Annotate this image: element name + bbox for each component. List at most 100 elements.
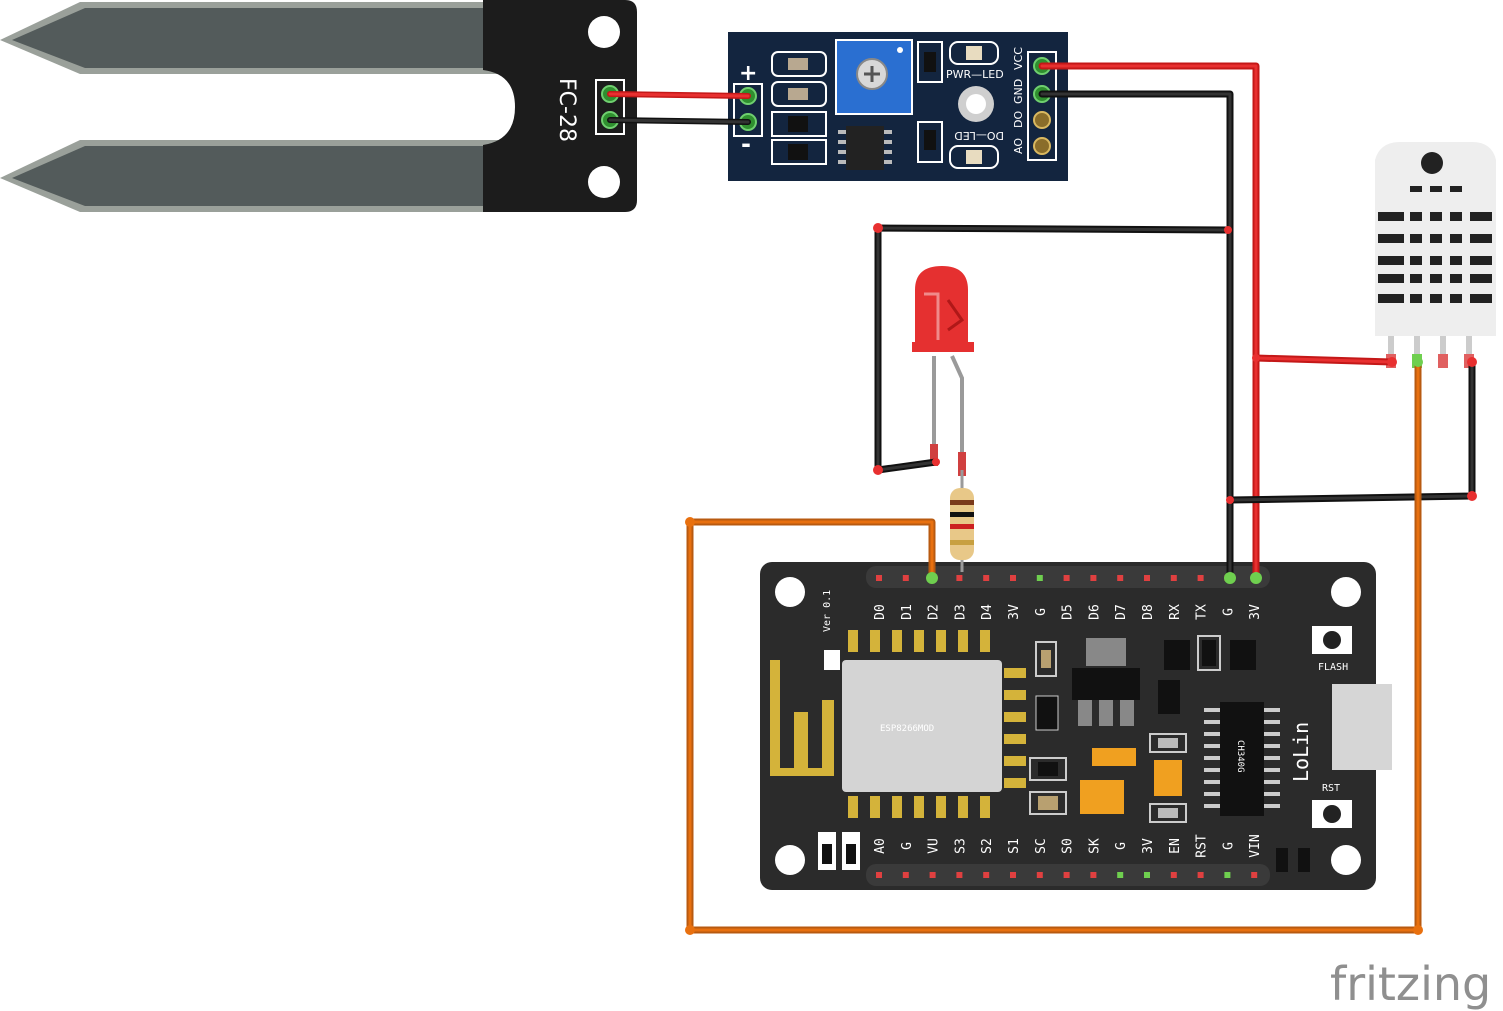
bottom-pin-label: EN [1168,838,1183,854]
bottom-pin-7 [1063,872,1070,878]
vent-slot [1470,212,1492,221]
top-pin-7 [1063,575,1070,581]
bottom-pin-label: 3V [1141,838,1156,854]
top-pin-label: D4 [980,604,995,620]
esp-module-label: ESP8266MOD [880,724,934,734]
bottom-pin-label: VIN [1248,834,1263,857]
top-pin-label: 3V [1007,604,1022,620]
bottom-pin-label: SC [1034,838,1049,854]
resistor [950,470,974,572]
module-pin-do [1033,111,1051,129]
vent-slot [1378,274,1404,283]
wire-gnd [1038,90,1234,582]
top-pin-9 [1117,575,1124,581]
esp8266-module [842,660,1002,792]
version-label: Ver 0.1 [822,590,833,632]
flash-label: FLASH [1318,662,1348,673]
pin-label-vcc: VCC [1012,47,1025,70]
vent-slot [1410,274,1422,283]
top-pin-6 [1036,575,1043,581]
vent-slot [1450,294,1462,303]
bottom-pin-label: VU [927,838,942,854]
dht-pin-nc [1438,354,1448,368]
wires [607,62,1477,935]
rst-label: RST [1322,783,1340,794]
bottom-pin-label: RST [1195,834,1210,858]
bottom-pin-4 [983,872,990,878]
vent-slot [1470,274,1492,283]
top-pin-1 [902,575,909,581]
vent-slot [1410,212,1422,221]
top-pin-label: D1 [900,604,915,620]
pwr-led-label: PWR—LED [946,68,1004,81]
bottom-pin-label: S3 [953,838,968,854]
vent-slot [1378,294,1404,303]
vent-slot [1410,294,1422,303]
vent-slot [1430,212,1442,221]
vent-slot [1430,256,1442,265]
wire-dht-gnd [1226,358,1476,504]
do-led-label: DO—LED [954,129,1004,142]
ch340g-chip [1220,702,1264,816]
fritzing-watermark: fritzing [1330,957,1491,1011]
pin-label-ao: AO [1012,138,1025,154]
bottom-pin-5 [1010,872,1016,878]
pin-label-do: DO [1012,111,1025,128]
vent-slot [1450,234,1462,243]
bottom-pin-10 [1144,872,1150,878]
dht-vent-grid [1378,212,1492,303]
comparator-module: + - PWR—LED DO [728,32,1068,181]
bottom-pin-11 [1170,872,1177,878]
bottom-pin-6 [1036,872,1043,878]
top-pin-5 [1010,575,1016,581]
top-pin-label: G [1034,608,1049,616]
top-pin-label: G [1221,608,1236,616]
vent-slot [1450,212,1462,221]
minus-label: - [741,130,751,158]
vent-slot [1450,274,1462,283]
vent-slot [1378,234,1404,243]
bottom-pin-2 [929,872,936,878]
bottom-pin-13 [1224,872,1231,878]
top-pin-label: D8 [1141,604,1156,620]
top-pin-label: TX [1195,604,1210,620]
top-pin-0 [876,575,882,581]
bottom-pin-label: S1 [1007,838,1022,854]
usb-connector [1332,684,1392,770]
vent-slot [1430,234,1442,243]
vent-slot [1410,256,1422,265]
vent-slot [1450,256,1462,265]
wire-vcc [1038,62,1260,582]
top-pin-label: D0 [873,604,888,620]
pin-label-gnd: GND [1012,79,1025,104]
top-pin-12 [1197,575,1204,581]
bottom-pin-9 [1117,872,1124,878]
vent-slot [1430,274,1442,283]
bottom-pin-label: G [900,842,915,850]
bottom-pin-label: A0 [873,838,888,854]
top-pin-label: D3 [953,604,968,620]
top-pin-label: D7 [1114,604,1129,620]
top-pin-11 [1170,575,1177,581]
comparator-ic [846,126,884,170]
top-pin-label: D5 [1061,604,1076,620]
ch340g-label: CH340G [1235,740,1245,773]
top-pin-8 [1090,575,1097,581]
vent-slot [1470,256,1492,265]
bottom-pin-label: SK [1087,838,1102,854]
vent-slot [1470,234,1492,243]
bottom-header-pins [876,872,1258,878]
bottom-pin-label: S0 [1061,838,1076,854]
vent-slot [1430,294,1442,303]
top-pin-label: D2 [927,604,942,620]
bottom-pin-14 [1251,872,1258,878]
top-pin-label: D6 [1087,604,1102,620]
dht-sensor [1375,142,1496,368]
bottom-pin-1 [902,872,909,878]
top-pin-label: RX [1168,604,1183,620]
module-pin-ao [1033,137,1051,155]
vent-slot [1378,256,1404,265]
